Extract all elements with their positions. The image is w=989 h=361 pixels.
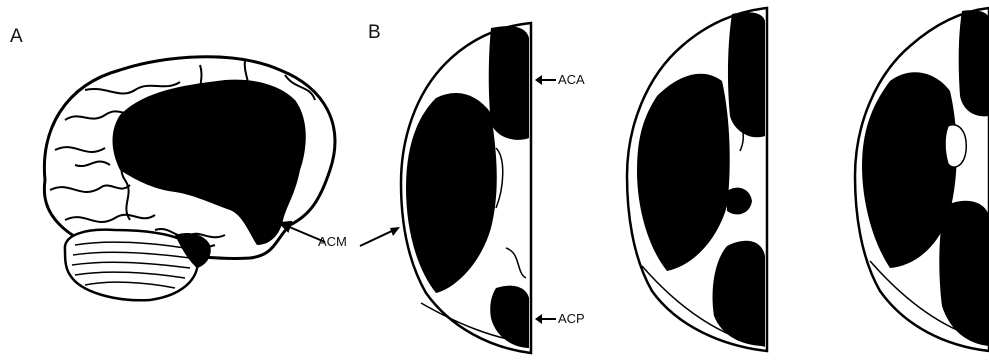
acp-arrow bbox=[534, 313, 558, 325]
acp-label: ACP bbox=[558, 311, 585, 326]
aca-arrow bbox=[534, 74, 558, 86]
panel-a: A bbox=[0, 0, 360, 361]
section-1-aca bbox=[489, 26, 529, 140]
panel-b: B ACA ACP bbox=[360, 0, 989, 361]
section-2-aca bbox=[728, 12, 765, 137]
acm-label: ACM bbox=[318, 234, 347, 249]
panel-a-letter: A bbox=[10, 26, 23, 48]
panel-b-letter: B bbox=[368, 22, 381, 44]
lateral-brain-illustration bbox=[25, 30, 355, 360]
axial-section-3 bbox=[850, 6, 989, 356]
axial-section-1 bbox=[396, 18, 536, 358]
section-3-ventricle bbox=[945, 125, 966, 167]
aca-label: ACA bbox=[558, 72, 585, 87]
section-3-aca bbox=[959, 10, 989, 116]
axial-section-2 bbox=[622, 6, 772, 356]
